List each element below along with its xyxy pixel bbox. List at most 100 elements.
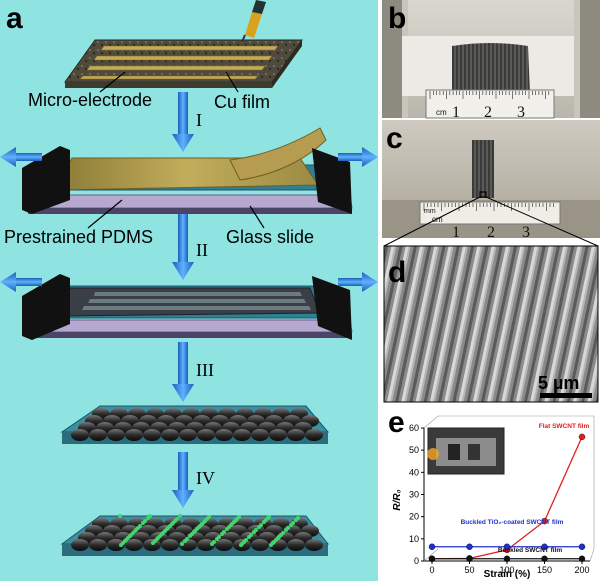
- tio2-particle: [129, 533, 133, 537]
- tio2-particle: [252, 530, 256, 534]
- buckle-ridge: [197, 429, 215, 441]
- zoom-region: [479, 191, 487, 198]
- tio2-particle: [178, 514, 182, 518]
- tio2-particle: [198, 524, 202, 528]
- data-point: [428, 543, 436, 550]
- buckle-ridge: [251, 539, 269, 551]
- ruler-b-tick-1: 1: [452, 104, 460, 121]
- buckle-ridge: [215, 429, 233, 441]
- tio2-particle: [161, 531, 165, 535]
- buckle-ridge: [161, 539, 179, 551]
- patterned-pdms-setup: [22, 274, 353, 340]
- tio2-particle: [262, 520, 266, 524]
- micro-electrode-label: Micro-electrode: [28, 90, 152, 110]
- tio2-particle: [118, 514, 122, 518]
- ruler-c-tick-2: 2: [487, 224, 495, 241]
- tio2-particle: [180, 542, 184, 546]
- ruler-c-tick-1: 1: [452, 224, 460, 241]
- buckle-ridge: [179, 429, 197, 441]
- buckle-ridge: [287, 429, 305, 441]
- data-point: [578, 433, 586, 441]
- buckle-ridge: [233, 429, 251, 441]
- x-tick-label: 0: [429, 565, 434, 575]
- data-point: [466, 555, 473, 562]
- stretch-arrow-right-icon-2: [338, 272, 378, 292]
- tio2-particle: [247, 535, 251, 539]
- data-point: [578, 555, 586, 562]
- tio2-particle: [124, 538, 128, 542]
- tio2-particle: [146, 516, 150, 520]
- buckle-ridge: [125, 429, 143, 441]
- cu-film-label: Cu film: [214, 92, 270, 112]
- buckle-ridge: [143, 429, 161, 441]
- glass-slide-label: Glass slide: [226, 227, 314, 247]
- ruler-b-tick-2: 2: [484, 104, 492, 121]
- scale-bar: [540, 393, 592, 398]
- x-axis-label: Strain (%): [484, 569, 531, 580]
- tio2-particle: [156, 536, 160, 540]
- tio2-particle: [257, 525, 261, 529]
- tio2-particle: [151, 541, 155, 545]
- stretch-arrow-right-icon: [338, 147, 378, 167]
- panel-e-letter: e: [388, 406, 405, 439]
- tio2-particle: [230, 522, 234, 526]
- buckle-ridge: [269, 429, 287, 441]
- tio2-particle: [134, 528, 138, 532]
- step-label-3: III: [196, 360, 214, 380]
- ruler-b-tick-3: 3: [517, 104, 525, 121]
- panel-a: a Micro-electrode Cu film I: [0, 0, 378, 581]
- prestrained-pdms-label: Prestrained PDMS: [4, 227, 153, 247]
- buckle-ridge: [125, 539, 143, 551]
- tio2-particle: [235, 517, 239, 521]
- pen-icon: [241, 0, 266, 43]
- step-label-4: IV: [196, 468, 215, 488]
- tio2-particle: [183, 539, 187, 543]
- step-arrow-2: II: [172, 214, 208, 280]
- buckle-ridge: [215, 539, 233, 551]
- data-point: [428, 555, 436, 562]
- prestrained-pdms-setup: [22, 127, 353, 214]
- tio2-particle: [225, 527, 229, 531]
- data-point: [541, 543, 548, 550]
- step-label-1: I: [196, 110, 202, 130]
- tio2-particle: [119, 543, 123, 547]
- buckle-ridge: [71, 539, 89, 551]
- tio2-particle: [277, 535, 281, 539]
- zoom-line-right: [485, 196, 599, 247]
- y-tick-label: 20: [409, 512, 419, 522]
- buckle-ridge: [305, 539, 323, 551]
- ruler-b-unit: cm: [436, 108, 447, 117]
- tio2-particle: [171, 521, 175, 525]
- buckled-film: [60, 405, 330, 444]
- panel-c: mm cm 1 2 3 c: [382, 120, 600, 241]
- tio2-particle: [210, 542, 214, 546]
- scale-bar-label: 5 µm: [538, 373, 579, 393]
- y-tick-label: 50: [409, 445, 419, 455]
- y-tick-label: 30: [409, 490, 419, 500]
- y-axis-label: R/R₀: [392, 489, 403, 510]
- panel-d-letter: d: [388, 256, 406, 289]
- x-tick-label: 50: [464, 565, 474, 575]
- tio2-particle: [267, 515, 271, 519]
- y-tick-label: 10: [409, 534, 419, 544]
- data-point: [503, 543, 511, 550]
- x-tick-label: 150: [537, 565, 552, 575]
- pdms-pointer: [87, 199, 123, 229]
- ruler-c-tick-3: 3: [522, 224, 530, 241]
- step-arrow-4: IV: [172, 452, 215, 508]
- tio2-particle: [215, 537, 219, 541]
- tio2-particle: [203, 519, 207, 523]
- buckle-ridge: [287, 539, 305, 551]
- tio2-coated-buckled-film: [60, 514, 330, 556]
- step-arrow-1: I: [172, 92, 202, 152]
- tio2-particle: [289, 523, 293, 527]
- buckle-ridge: [89, 539, 107, 551]
- ruler-c-unit: cm: [432, 215, 443, 224]
- buckle-ridge: [251, 429, 269, 441]
- micro-electrode-pointer: [99, 71, 126, 93]
- data-point: [541, 517, 548, 525]
- buckle-ridge: [89, 429, 107, 441]
